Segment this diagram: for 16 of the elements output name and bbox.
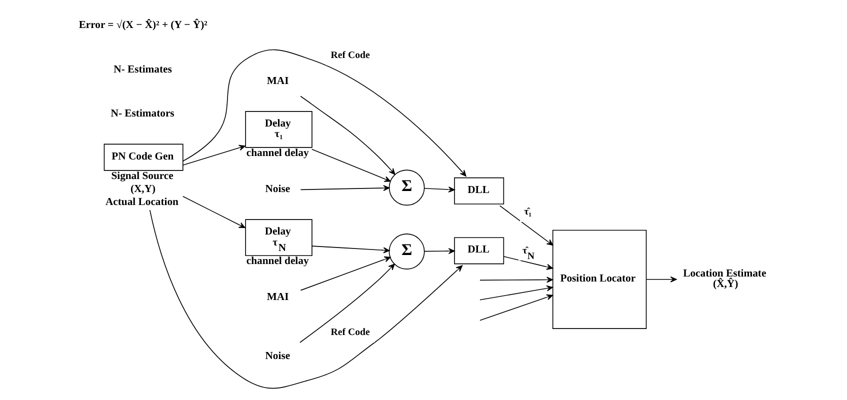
node-label: (X,Y) <box>130 184 156 196</box>
node-label: channel delay <box>246 256 308 268</box>
node-text: MAI <box>266 292 288 304</box>
edge-label: τ̂₁ <box>524 206 532 218</box>
label: N- Estimates <box>113 64 172 76</box>
node-text: Location Estimate (X̂,Ŷ) <box>682 268 766 290</box>
label: N- Estimators <box>110 108 174 120</box>
node-label: Signal Source <box>110 170 173 182</box>
node-text: Noise <box>264 184 290 196</box>
node-label: channel delay <box>246 148 308 159</box>
edge-label: Ref Code <box>330 327 370 338</box>
edge-label: Ref Code <box>330 50 370 62</box>
node-label: Actual Location <box>104 197 178 208</box>
node-text: MAI <box>266 76 288 87</box>
label: Error = √(X − X̂)² + (Y − Ŷ)² <box>78 20 207 32</box>
node-text: Noise <box>264 351 290 362</box>
